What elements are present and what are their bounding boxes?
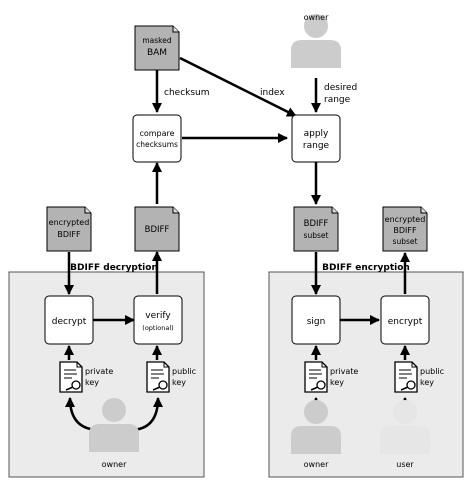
- svg-text:sign: sign: [307, 317, 326, 327]
- bdiff-document: BDIFF: [134, 206, 180, 252]
- private-key-icon: private key: [304, 361, 358, 393]
- svg-text:key: key: [172, 378, 186, 387]
- index-label: index: [260, 88, 285, 98]
- masked-bam-document: masked BAM: [134, 25, 180, 71]
- svg-text:encrypted: encrypted: [49, 218, 90, 227]
- owner-person-icon: owner: [89, 398, 139, 469]
- decrypt-box: decrypt: [44, 295, 94, 345]
- sign-box: sign: [291, 295, 341, 345]
- svg-text:owner: owner: [102, 460, 127, 469]
- svg-text:encrypted: encrypted: [385, 215, 426, 224]
- user-person-icon: user: [380, 400, 430, 469]
- svg-text:range: range: [303, 141, 330, 151]
- svg-text:user: user: [396, 460, 414, 469]
- svg-text:BDIFF: BDIFF: [393, 226, 417, 235]
- encryption-panel-title: BDIFF encryption: [322, 263, 410, 273]
- svg-text:BDIFF: BDIFF: [304, 219, 329, 229]
- svg-text:subset: subset: [304, 231, 329, 240]
- svg-text:(optional): (optional): [142, 324, 173, 332]
- encrypt-box: encrypt: [380, 295, 430, 345]
- svg-text:decrypt: decrypt: [52, 317, 87, 327]
- public-key-icon: public key: [146, 361, 196, 393]
- compare-checksums-box: compare checksums: [132, 114, 182, 163]
- svg-text:owner: owner: [304, 460, 329, 469]
- desired-range-label-line2: range: [324, 95, 351, 105]
- svg-text:verify: verify: [145, 311, 171, 321]
- svg-text:key: key: [85, 378, 99, 387]
- private-key-icon: private key: [59, 361, 113, 393]
- verify-box: verify (optional): [133, 295, 183, 345]
- svg-text:public: public: [172, 367, 196, 376]
- encrypted-bdiff-subset-document: encrypted BDIFF subset: [382, 206, 428, 252]
- svg-text:masked: masked: [142, 36, 171, 45]
- svg-text:checksums: checksums: [136, 140, 178, 149]
- svg-text:private: private: [85, 367, 113, 376]
- svg-text:owner: owner: [304, 13, 329, 22]
- checksum-label: checksum: [164, 88, 210, 98]
- svg-text:private: private: [330, 367, 358, 376]
- svg-text:encrypt: encrypt: [388, 317, 423, 327]
- arrows: [64, 56, 410, 432]
- owner-person-icon: owner: [291, 13, 341, 68]
- public-key-icon: public key: [394, 361, 444, 393]
- svg-text:key: key: [420, 378, 434, 387]
- svg-text:compare: compare: [139, 129, 174, 138]
- apply-range-box: apply range: [291, 114, 341, 163]
- encrypted-bdiff-document: encrypted BDIFF: [46, 206, 92, 252]
- svg-text:apply: apply: [304, 129, 329, 139]
- svg-text:public: public: [420, 367, 444, 376]
- decryption-panel-title: BDIFF decryption: [70, 263, 158, 273]
- desired-range-label-line1: desired: [324, 83, 357, 93]
- owner-person-icon: owner: [291, 400, 341, 469]
- arrow-maskedbam-apply: [179, 56, 297, 118]
- svg-text:BDIFF: BDIFF: [145, 225, 170, 235]
- svg-text:BDIFF: BDIFF: [57, 230, 81, 239]
- svg-text:BAM: BAM: [147, 48, 167, 58]
- bdiff-subset-document: BDIFF subset: [293, 206, 339, 252]
- svg-text:key: key: [330, 378, 344, 387]
- svg-text:subset: subset: [393, 237, 418, 246]
